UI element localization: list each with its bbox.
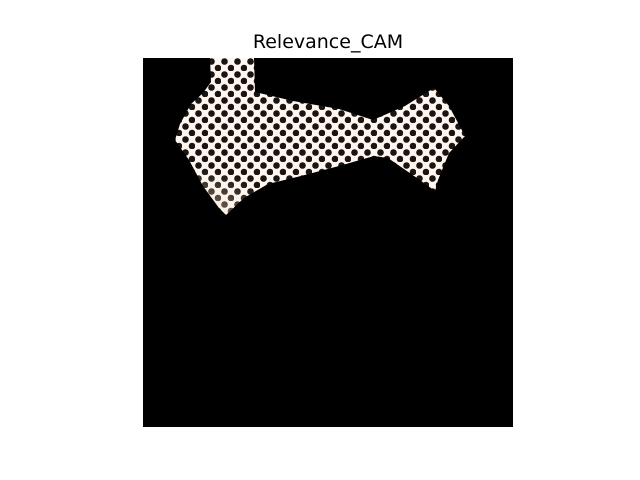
masked-bowtie-image xyxy=(143,58,513,427)
relevance-cam-image xyxy=(143,58,513,427)
figure-title: Relevance_CAM xyxy=(252,31,404,53)
